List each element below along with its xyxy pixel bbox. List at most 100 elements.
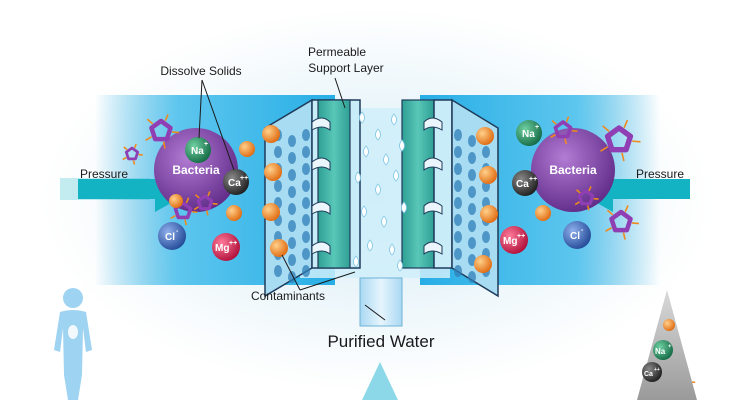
calcium-ion-right	[512, 170, 538, 196]
water-droplet	[375, 128, 381, 141]
pore	[288, 237, 296, 249]
contaminant-ball	[476, 127, 494, 145]
pore	[302, 265, 310, 277]
na-charge-right: +	[535, 124, 539, 131]
bacteria-label-right: Bacteria	[549, 163, 597, 177]
pore	[288, 254, 296, 266]
chloride-ion-right	[563, 221, 591, 249]
molecule	[193, 191, 218, 216]
water-droplet	[393, 169, 399, 182]
contaminant-ball	[226, 205, 242, 221]
water-droplet	[399, 139, 405, 152]
support-notches	[311, 117, 443, 255]
pore	[454, 248, 462, 260]
ca-label-right: Ca	[516, 179, 529, 190]
water-droplets	[353, 111, 407, 272]
bacteria-right	[531, 128, 615, 212]
water-droplet	[401, 201, 407, 214]
callout-lines	[198, 77, 386, 321]
ca-charge-right: ++	[529, 176, 537, 183]
pore	[288, 169, 296, 181]
water-droplet	[359, 111, 365, 124]
water-droplet	[367, 239, 373, 252]
cl-charge-left: -	[176, 228, 179, 235]
dissolve-solids-label: Dissolve Solids	[160, 64, 241, 78]
pore	[288, 152, 296, 164]
magnesium-ion-right	[500, 226, 528, 254]
water-droplet	[381, 215, 387, 228]
pore-channel	[423, 201, 443, 215]
pore	[454, 180, 462, 192]
contaminant-ball	[270, 239, 288, 257]
water-droplet	[353, 255, 359, 268]
molecule	[122, 143, 143, 165]
contaminants-label: Contaminants	[251, 289, 325, 303]
contaminant-ball	[169, 194, 183, 208]
na-label-right: Na	[522, 129, 535, 140]
pore	[302, 214, 310, 226]
pore	[482, 146, 490, 158]
mg-charge-left: ++	[229, 240, 237, 247]
pore	[468, 271, 476, 283]
pore	[288, 186, 296, 198]
output-stream	[362, 362, 398, 400]
water-drop-in-body	[68, 325, 78, 339]
contaminant-ball	[239, 141, 255, 157]
pore	[274, 146, 282, 158]
molecule	[605, 205, 640, 240]
pore	[468, 186, 476, 198]
human-silhouette	[54, 288, 92, 400]
na-charge-left: +	[204, 141, 208, 148]
pore	[468, 169, 476, 181]
molecule	[574, 186, 599, 211]
magnesium-ion-left	[212, 233, 240, 261]
contaminant-ball	[264, 163, 282, 181]
pore	[302, 231, 310, 243]
left-support-layer	[317, 99, 351, 269]
pore	[468, 203, 476, 215]
pore	[454, 146, 462, 158]
pore	[288, 203, 296, 215]
mg-charge-right: ++	[517, 233, 525, 240]
contaminant-ball	[262, 203, 280, 221]
bacteria-left	[154, 128, 238, 212]
pore	[482, 231, 490, 243]
cone-na-charge: +	[668, 344, 672, 350]
water-droplet	[375, 183, 381, 196]
pore	[302, 197, 310, 209]
pressure-label-right: Pressure	[636, 167, 684, 181]
molecule	[145, 114, 180, 149]
calcium-ion-left	[223, 169, 249, 195]
pore	[288, 220, 296, 232]
pore	[454, 197, 462, 209]
water-droplet	[361, 205, 367, 218]
permeable-label-line2: Support Layer	[308, 61, 383, 75]
pore	[468, 152, 476, 164]
contaminant-ball	[474, 255, 492, 273]
pore	[302, 248, 310, 260]
impurities-cone: Na + Ca ++	[637, 290, 697, 400]
pore	[302, 163, 310, 175]
pore-channel	[311, 157, 331, 171]
molecule	[550, 116, 578, 145]
ca-charge-left: ++	[240, 175, 248, 182]
cone-na-label: Na	[655, 347, 666, 356]
water-droplet	[397, 259, 403, 272]
contaminant-ball	[480, 205, 498, 223]
pore	[468, 220, 476, 232]
water-droplet	[391, 113, 397, 126]
pore	[454, 129, 462, 141]
pore	[288, 271, 296, 283]
cl-charge-right: -	[581, 227, 584, 234]
pore	[454, 265, 462, 277]
pressure-label-left: Pressure	[80, 167, 128, 181]
pore-channel	[311, 241, 331, 255]
cone-ca-charge: ++	[654, 367, 660, 373]
permeable-label-line1: Permeable	[308, 45, 366, 59]
water-droplet	[389, 243, 395, 256]
water-droplet	[355, 171, 361, 184]
chloride-ion-left	[158, 222, 186, 250]
pore	[468, 237, 476, 249]
pore-channel	[311, 117, 331, 131]
